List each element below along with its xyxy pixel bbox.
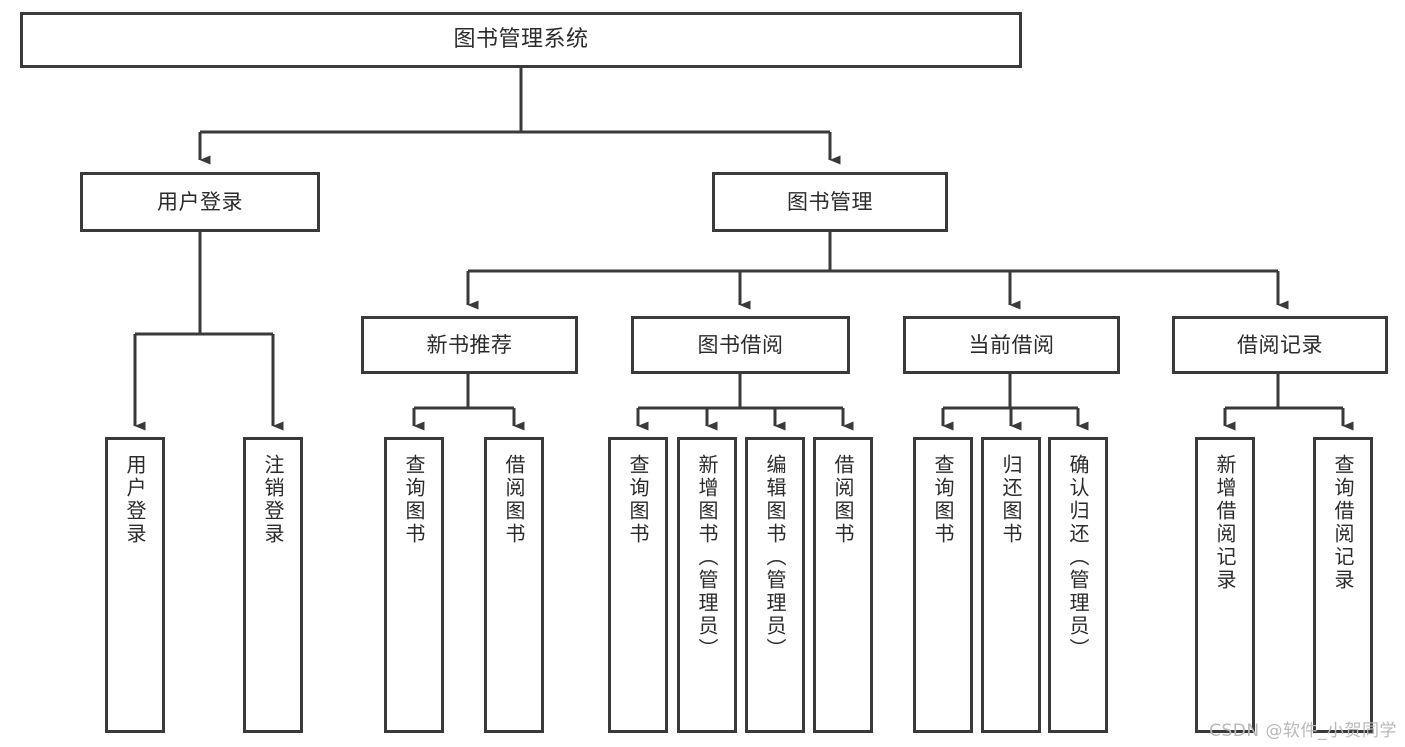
leaf-current-borrow-return[interactable]: 归还图书	[981, 437, 1041, 733]
node-book-management[interactable]: 图书管理	[712, 172, 948, 232]
node-label: 查询图书	[402, 454, 426, 546]
node-label: 新书推荐	[426, 332, 513, 357]
leaf-book-borrow-query[interactable]: 查询图书	[608, 437, 668, 733]
leaf-borrow-record-add[interactable]: 新增借阅记录	[1195, 437, 1255, 733]
leaf-new-book-borrow[interactable]: 借阅图书	[484, 437, 544, 733]
node-label: 借阅记录	[1237, 332, 1323, 357]
node-label: 当前借阅	[968, 332, 1055, 357]
node-label: 借阅图书	[502, 454, 526, 546]
leaf-user-login-login[interactable]: 用户登录	[105, 437, 165, 733]
leaf-book-borrow-borrow[interactable]: 借阅图书	[813, 437, 873, 733]
node-label: 注销登录	[261, 454, 285, 546]
leaf-borrow-record-query[interactable]: 查询借阅记录	[1313, 437, 1373, 733]
node-borrow-record[interactable]: 借阅记录	[1172, 316, 1388, 374]
node-new-book-recommend[interactable]: 新书推荐	[361, 316, 578, 374]
node-user-login[interactable]: 用户登录	[80, 172, 320, 232]
node-label: 新增借阅记录	[1213, 454, 1237, 592]
node-label: 查询借阅记录	[1331, 454, 1355, 592]
watermark-text: CSDN @软件_小贺同学	[1209, 721, 1397, 741]
node-book-borrow[interactable]: 图书借阅	[631, 316, 850, 374]
node-label: 新增图书（管理员）	[695, 454, 719, 661]
node-current-borrow[interactable]: 当前借阅	[903, 316, 1120, 374]
node-label: 查询图书	[931, 454, 955, 546]
node-root-system[interactable]: 图书管理系统	[20, 12, 1022, 68]
leaf-current-borrow-confirm-return[interactable]: 确认归还（管理员）	[1048, 437, 1108, 733]
node-label: 编辑图书（管理员）	[763, 454, 787, 661]
node-label: 查询图书	[626, 454, 650, 546]
node-label: 图书管理	[787, 189, 873, 214]
node-label: 用户登录	[157, 189, 243, 214]
leaf-new-book-query[interactable]: 查询图书	[384, 437, 444, 733]
node-label: 图书借阅	[697, 332, 784, 357]
node-label: 归还图书	[999, 454, 1023, 546]
leaf-book-borrow-edit[interactable]: 编辑图书（管理员）	[745, 437, 805, 733]
leaf-current-borrow-query[interactable]: 查询图书	[913, 437, 973, 733]
node-label: 用户登录	[123, 454, 147, 546]
node-label: 借阅图书	[831, 454, 855, 546]
node-label: 图书管理系统	[453, 27, 589, 53]
node-label: 确认归还（管理员）	[1066, 454, 1090, 661]
leaf-book-borrow-add[interactable]: 新增图书（管理员）	[677, 437, 737, 733]
leaf-user-login-logout[interactable]: 注销登录	[243, 437, 303, 733]
